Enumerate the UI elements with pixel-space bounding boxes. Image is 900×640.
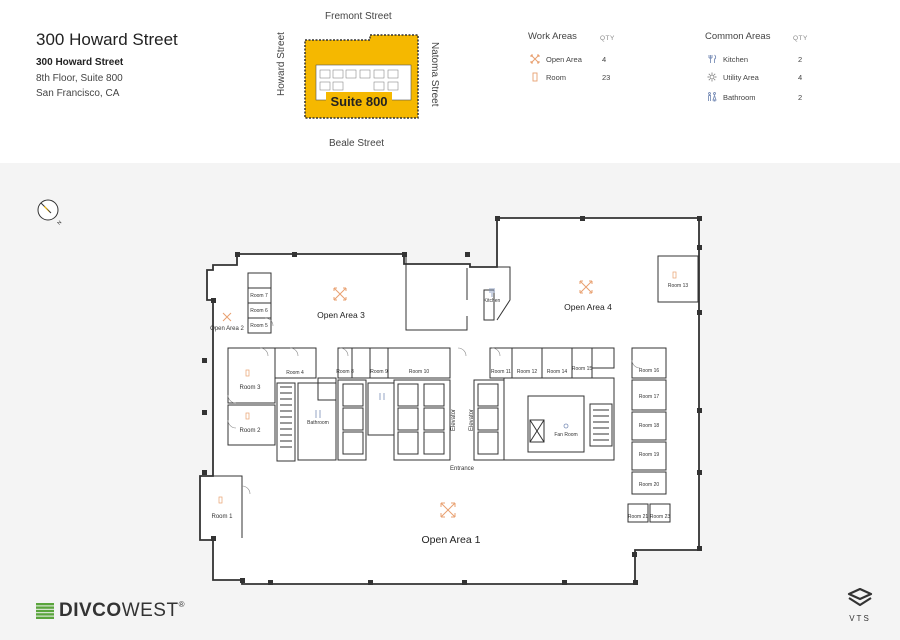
kitchen-icon bbox=[708, 54, 717, 63]
label-open-area-4: Open Area 4 bbox=[564, 302, 612, 312]
columns bbox=[202, 216, 702, 585]
legend-label-bathroom: Bathroom bbox=[723, 92, 756, 102]
label-room-8: Room 8 bbox=[336, 369, 354, 375]
room-icon bbox=[218, 496, 223, 504]
building-title: 300 Howard Street bbox=[36, 30, 178, 49]
label-elevator-left: Elevator bbox=[451, 409, 457, 431]
label-bathroom: Bathroom bbox=[307, 420, 329, 426]
compass-north-label: N bbox=[56, 219, 63, 226]
perimeter-windows bbox=[212, 217, 700, 585]
common-area-markers bbox=[315, 288, 569, 429]
compass-icon: N bbox=[37, 199, 64, 227]
header: 300 Howard Street 300 Howard Street 8th … bbox=[0, 0, 900, 163]
street-label-top: Fremont Street bbox=[325, 11, 392, 22]
kitchen-icon bbox=[489, 288, 495, 297]
divcowest-bars-icon bbox=[36, 603, 54, 619]
legend-item-open-area: Open Area bbox=[530, 54, 606, 64]
vts-logo: VTS bbox=[845, 587, 875, 623]
key-plan: Suite 800 bbox=[304, 34, 419, 119]
label-room-18: Room 18 bbox=[639, 423, 660, 429]
label-room-12: Room 12 bbox=[517, 369, 538, 375]
label-room-6: Room 6 bbox=[250, 308, 268, 314]
legend-common-areas-qty-header: QTY bbox=[793, 35, 808, 42]
label-room-23: Room 23 bbox=[650, 514, 671, 520]
label-room-1: Room 1 bbox=[211, 514, 233, 520]
interior-walls bbox=[200, 254, 699, 538]
utility-area-icon bbox=[707, 72, 717, 82]
legend-qty-open-area: 4 bbox=[602, 55, 607, 64]
legend-item-kitchen: Kitchen bbox=[707, 54, 783, 64]
label-elevator-right: Elevator bbox=[469, 409, 475, 431]
label-room-15: Room 15 bbox=[572, 366, 593, 372]
legend-qty-room: 23 bbox=[602, 73, 611, 82]
label-room-10: Room 10 bbox=[409, 369, 430, 375]
label-room-3: Room 3 bbox=[239, 385, 261, 391]
open-area-icon bbox=[530, 54, 540, 64]
open-area-icon bbox=[333, 287, 347, 301]
open-area-icon bbox=[440, 502, 456, 518]
room-icon bbox=[672, 271, 677, 279]
key-plan-core-detail bbox=[319, 69, 399, 91]
suite-label: Suite 800 bbox=[330, 94, 387, 109]
label-room-11: Room 11 bbox=[491, 369, 511, 375]
label-room-17: Room 17 bbox=[639, 394, 660, 400]
legend-label-open-area: Open Area bbox=[546, 54, 582, 64]
label-kitchen: Kitchen bbox=[484, 298, 501, 304]
label-open-area-1: Open Area 1 bbox=[422, 534, 481, 546]
label-fan-room: Fan Room bbox=[554, 432, 577, 438]
legend-label-utility-area: Utility Area bbox=[723, 72, 759, 82]
legend-qty-utility-area: 4 bbox=[798, 73, 803, 82]
label-room-9: Room 9 bbox=[370, 369, 388, 375]
open-area-icon bbox=[579, 280, 593, 294]
legend-item-bathroom: Bathroom bbox=[707, 92, 783, 102]
divcowest-wordmark: DIVCOWEST® bbox=[59, 600, 185, 621]
label-room-19: Room 19 bbox=[639, 452, 660, 458]
legend-work-areas-qty-header: QTY bbox=[600, 35, 615, 42]
legend-qty-bathroom: 2 bbox=[798, 93, 803, 102]
label-room-7: Room 7 bbox=[250, 293, 268, 299]
suite-label-bg bbox=[326, 92, 392, 110]
street-label-left: Howard Street bbox=[276, 32, 287, 96]
vts-mark-icon bbox=[847, 587, 873, 607]
open-area-markers bbox=[222, 280, 593, 518]
label-room-16: Room 16 bbox=[639, 368, 660, 374]
street-label-bottom: Beale Street bbox=[329, 138, 385, 149]
legend-label-kitchen: Kitchen bbox=[723, 54, 749, 64]
room-icon bbox=[532, 72, 538, 82]
bathroom-icon bbox=[708, 92, 717, 102]
legend-qty-kitchen: 2 bbox=[798, 55, 803, 64]
legend-label-room: Room bbox=[546, 72, 567, 82]
divcowest-logo: DIVCOWEST® bbox=[36, 600, 185, 622]
label-entrance: Entrance bbox=[450, 466, 475, 472]
utility-area-icon bbox=[563, 423, 569, 429]
vts-label: VTS bbox=[849, 614, 871, 623]
label-open-area-2: Open Area 2 bbox=[210, 326, 244, 332]
label-room-14: Room 14 bbox=[547, 369, 568, 375]
label-room-13: Room 13 bbox=[668, 283, 689, 289]
bathroom-icon bbox=[379, 393, 385, 400]
room-icon bbox=[245, 412, 250, 420]
label-room-21: Room 21 bbox=[628, 514, 649, 520]
legend-work-areas-title: Work Areas bbox=[528, 31, 577, 42]
address-line-1: 300 Howard Street bbox=[36, 57, 124, 68]
label-room-4: Room 4 bbox=[286, 370, 304, 376]
label-room-2: Room 2 bbox=[239, 428, 261, 434]
room-markers bbox=[218, 271, 677, 504]
label-room-20: Room 20 bbox=[639, 482, 660, 488]
label-room-5: Room 5 bbox=[250, 323, 268, 329]
room-icon bbox=[245, 369, 250, 377]
label-open-area-3: Open Area 3 bbox=[317, 310, 365, 320]
legend-item-utility-area: Utility Area bbox=[707, 72, 783, 82]
address-line-2: 8th Floor, Suite 800 bbox=[36, 73, 123, 84]
legend-item-room: Room bbox=[530, 72, 606, 82]
door-swings bbox=[227, 317, 641, 495]
legend-common-areas-title: Common Areas bbox=[705, 31, 771, 42]
address-line-3: San Francisco, CA bbox=[36, 88, 120, 99]
street-label-right: Natoma Street bbox=[429, 42, 440, 107]
open-area-icon bbox=[222, 312, 232, 322]
bathroom-icon bbox=[315, 410, 321, 418]
floor-plan: Open Area 1 Open Area 2 Open Area 3 Open… bbox=[199, 216, 702, 585]
